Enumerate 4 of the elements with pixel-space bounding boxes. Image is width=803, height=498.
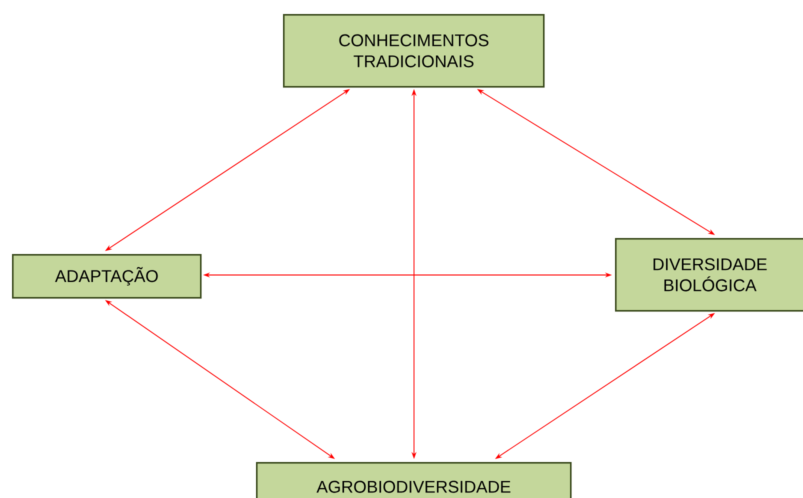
concept-box: DIVERSIDADE BIOLÓGICA — [615, 238, 803, 312]
concept-box: CONHECIMENTOS TRADICIONAIS — [283, 14, 545, 88]
concept-box: ADAPTAÇÃO — [12, 254, 202, 299]
concept-box: AGROBIODIVERSIDADE — [256, 462, 572, 498]
